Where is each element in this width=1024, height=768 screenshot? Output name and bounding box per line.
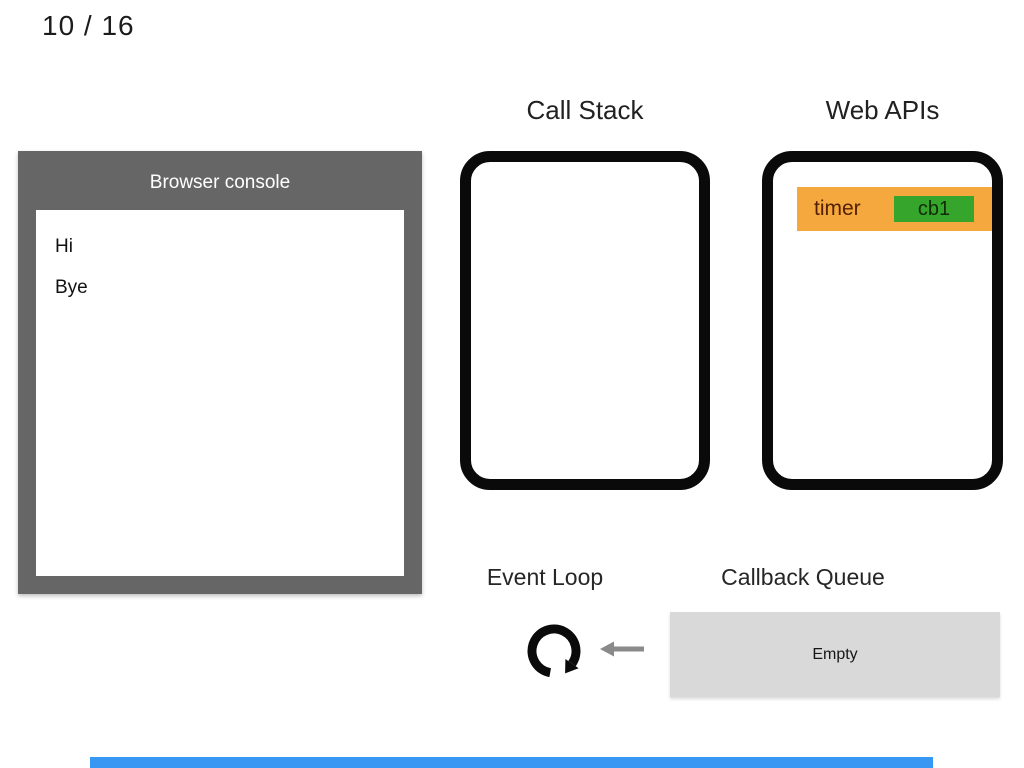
- web-apis-title: Web APIs: [825, 95, 940, 125]
- console-log-line: Hi: [55, 235, 73, 257]
- left-arrow-icon: [598, 639, 646, 659]
- callback-queue-title: Callback Queue: [721, 564, 885, 590]
- web-api-timer-item: timer cb1: [797, 187, 992, 231]
- browser-console-window: Browser console Hi Bye: [18, 151, 422, 594]
- callback-queue-box: Empty: [670, 612, 1000, 697]
- web-apis-box: timer cb1: [762, 151, 1003, 490]
- call-stack-title: Call Stack: [526, 95, 644, 125]
- event-loop-title: Event Loop: [486, 564, 604, 590]
- timer-label: timer: [814, 197, 861, 220]
- call-stack-box: [460, 151, 710, 490]
- browser-console-title: Browser console: [149, 171, 291, 193]
- console-log-line: Bye: [55, 276, 88, 298]
- callback-queue-status: Empty: [812, 645, 858, 663]
- circular-arrow-icon: [524, 621, 584, 681]
- page-indicator: 10 / 16: [42, 10, 135, 41]
- video-progress-bar[interactable]: [90, 757, 933, 768]
- browser-console-output: Hi Bye: [36, 210, 404, 576]
- callback-chip: cb1: [894, 196, 974, 222]
